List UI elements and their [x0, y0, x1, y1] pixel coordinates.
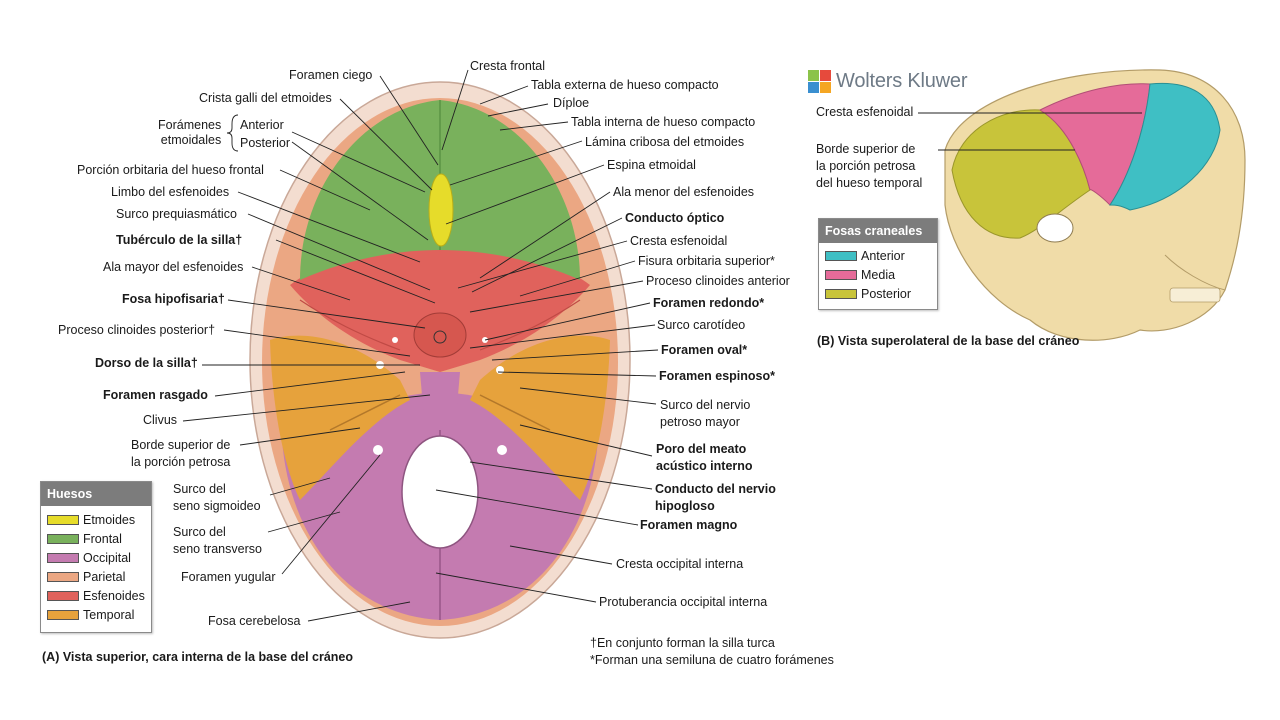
label-poro-meato: Poro del meato acústico interno: [656, 442, 753, 473]
label-surco-seno-sigmoideo: Surco del seno sigmoideo: [173, 482, 261, 513]
label-foramenes-etmoidales: Forámenes etmoidales: [158, 118, 222, 147]
label-foramen-yugular: Foramen yugular: [181, 570, 276, 584]
label-tabla-externa: Tabla externa de hueso compacto: [531, 78, 719, 92]
label-posterior: Posterior: [240, 136, 291, 150]
bones-legend-label: Parietal: [83, 569, 126, 584]
label-b-cresta-esfenoidal: Cresta esfenoidal: [816, 105, 914, 119]
label-fisura-orbitaria: Fisura orbitaria superior*: [638, 254, 775, 268]
label-b-borde-superior: Borde superior de la porción petrosa del…: [816, 142, 923, 190]
bones-legend-label: Occipital: [83, 550, 131, 565]
label-conducto-hipogloso: Conducto del nervio hipogloso: [655, 482, 776, 513]
bones-legend-swatch: [47, 533, 79, 544]
footnote-star: *Forman una semiluna de cuatro forámenes: [590, 653, 834, 667]
label-surco-petroso: Surco del nervio petroso mayor: [660, 398, 751, 429]
label-dorso-silla: Dorso de la silla†: [95, 356, 198, 370]
label-ala-menor: Ala menor del esfenoides: [613, 185, 755, 199]
label-foramen-oval: Foramen oval*: [661, 343, 748, 357]
bones-legend-swatch: [47, 514, 79, 525]
label-tabla-interna: Tabla interna de hueso compacto: [571, 115, 756, 129]
fossae-legend-label: Anterior: [861, 248, 905, 263]
logo-text: Wolters Kluwer: [836, 70, 968, 92]
caption-panel-a: (A) Vista superior, cara interna de la b…: [42, 650, 354, 664]
label-ala-mayor: Ala mayor del esfenoides: [103, 260, 244, 274]
label-anterior: Anterior: [240, 118, 284, 132]
label-conducto-optico: Conducto óptico: [625, 211, 725, 225]
label-crista-galli: Crista galli del etmoides: [199, 91, 332, 105]
label-borde-superior-petrosa: Borde superior de la porción petrosa: [131, 438, 231, 469]
label-foramen-redondo: Foramen redondo*: [653, 296, 765, 310]
label-surco-prequiasmatico: Surco prequiasmático: [116, 207, 237, 221]
fossae-legend-item: Media: [819, 265, 937, 284]
skull-base-superior-view: [249, 81, 631, 639]
bones-legend-item: Parietal: [41, 567, 151, 586]
bones-legend-swatch: [47, 590, 79, 601]
skull-superolateral-view: [918, 69, 1246, 341]
label-surco-seno-transverso: Surco del seno transverso: [173, 525, 262, 556]
bones-legend-item: Frontal: [41, 529, 151, 548]
fossae-legend-label: Posterior: [861, 286, 912, 301]
label-porcion-orbitaria: Porción orbitaria del hueso frontal: [77, 163, 264, 177]
bones-legend-label: Temporal: [83, 607, 135, 622]
fossae-legend-item: Posterior: [819, 284, 937, 303]
label-cresta-esfenoidal: Cresta esfenoidal: [630, 234, 728, 248]
bones-legend-swatch: [47, 552, 79, 563]
fossae-legend-swatch: [825, 288, 857, 299]
bones-legend-item: Occipital: [41, 548, 151, 567]
bones-legend-item: Esfenoides: [41, 586, 151, 605]
label-diploe: Díploe: [553, 96, 590, 110]
footnote-dagger: †En conjunto forman la silla turca: [590, 636, 775, 650]
bones-legend-swatch: [47, 609, 79, 620]
wolters-kluwer-logo: Wolters Kluwer: [808, 70, 968, 93]
label-fosa-cerebelosa: Fosa cerebelosa: [208, 614, 301, 628]
bones-legend-label: Frontal: [83, 531, 122, 546]
label-surco-carotideo: Surco carotídeo: [657, 318, 746, 332]
fossae-legend-title: Fosas craneales: [819, 219, 937, 243]
fossae-legend-swatch: [825, 269, 857, 280]
label-clivus: Clivus: [143, 413, 178, 427]
label-foramen-ciego: Foramen ciego: [289, 68, 373, 82]
label-tuberculo-silla: Tubérculo de la silla†: [116, 233, 243, 247]
label-espina-etmoidal: Espina etmoidal: [607, 158, 696, 172]
label-fosa-hipofisaria: Fosa hipofisaria†: [122, 292, 225, 306]
label-limbo-esfenoides: Limbo del esfenoides: [111, 185, 230, 199]
bones-legend-label: Etmoides: [83, 512, 136, 527]
label-foramen-magno: Foramen magno: [640, 518, 738, 532]
bones-legend-item: Temporal: [41, 605, 151, 624]
fossae-legend-label: Media: [861, 267, 896, 282]
bones-legend-label: Esfenoides: [83, 588, 145, 603]
label-foramen-rasgado: Foramen rasgado: [103, 388, 208, 402]
fossae-legend-item: Anterior: [819, 246, 937, 265]
bones-legend-item: Etmoides: [41, 510, 151, 529]
label-proceso-clinoides-anterior: Proceso clinoides anterior: [646, 274, 790, 288]
label-cresta-occipital: Cresta occipital interna: [616, 557, 744, 571]
label-protuberancia: Protuberancia occipital interna: [599, 595, 768, 609]
caption-panel-b: (B) Vista superolateral de la base del c…: [817, 334, 1080, 348]
fossae-legend-swatch: [825, 250, 857, 261]
label-lamina-cribosa: Lámina cribosa del etmoides: [585, 135, 745, 149]
label-cresta-frontal: Cresta frontal: [470, 59, 546, 73]
bones-legend-swatch: [47, 571, 79, 582]
leader-lines: [182, 69, 659, 622]
wolters-kluwer-logo-mark: [808, 70, 831, 93]
label-proceso-clinoides-posterior: Proceso clinoides posterior†: [58, 323, 216, 337]
bones-legend-title: Huesos: [41, 482, 151, 506]
label-foramen-espinoso: Foramen espinoso*: [659, 369, 775, 383]
